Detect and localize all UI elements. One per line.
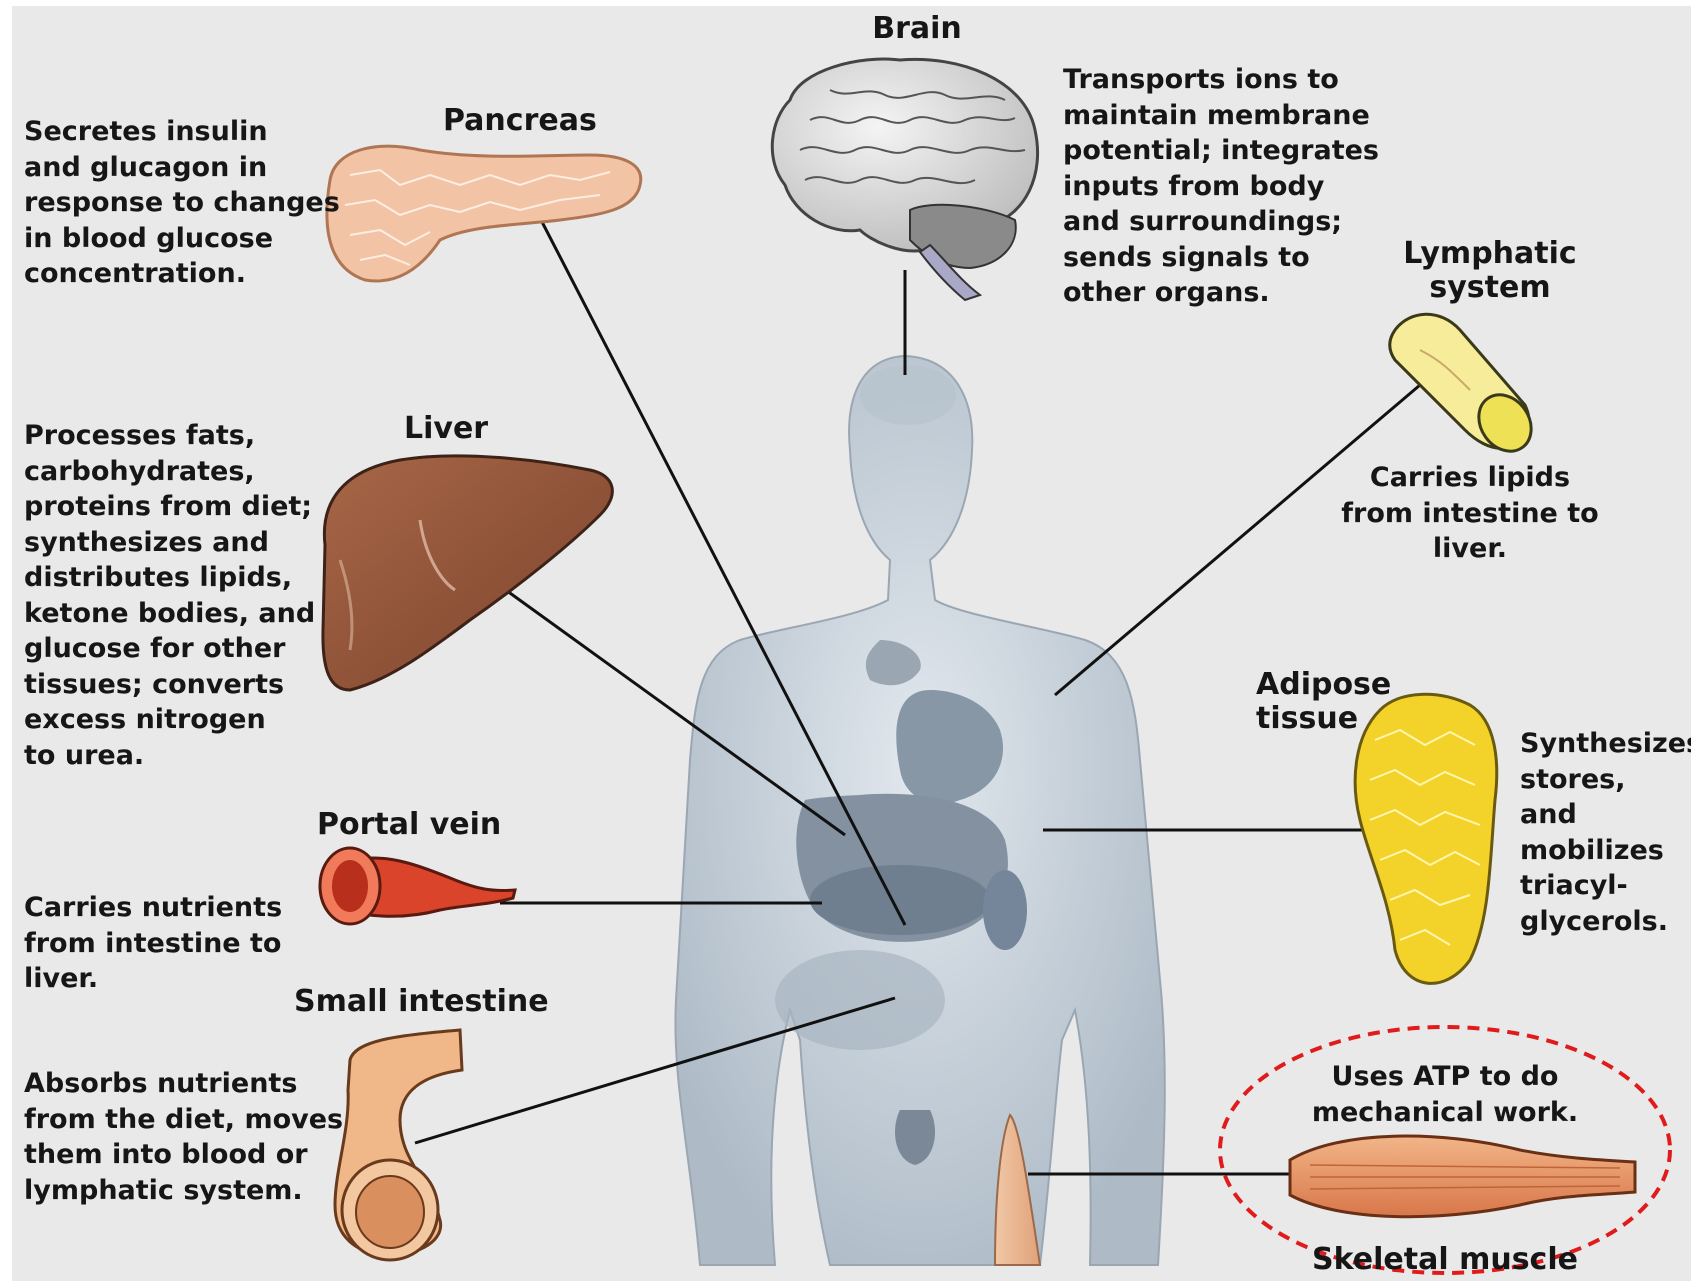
small-intestine-illustration [335,1030,462,1260]
brain-illustration [772,59,1037,300]
small-intestine-label: Small intestine [294,985,549,1019]
pancreas-illustration [327,146,641,281]
adipose-tissue-illustration [1355,694,1497,983]
brain-label: Brain [862,12,972,46]
brain-description: Transports ions to maintain membrane pot… [1063,62,1393,311]
lymphatic-system-description: Carries lipids from intestine to liver. [1300,460,1640,567]
adipose-tissue-label: Adipose tissue [1256,668,1391,736]
lymphatic-vessel-illustration [1390,314,1542,461]
liver-description: Processes fats, carbohydrates, proteins … [24,418,344,773]
pancreas-description: Secretes insulin and glucagon in respons… [24,114,354,292]
pancreas-label: Pancreas [443,104,597,138]
portal-vein-label: Portal vein [317,808,501,842]
small-intestine-description: Absorbs nutrients from the diet, moves t… [24,1066,354,1208]
skeletal-muscle-illustration [1290,1136,1635,1217]
liver-illustration [323,456,612,690]
skeletal-muscle-description: Uses ATP to do mechanical work. [1290,1059,1600,1130]
liver-label: Liver [404,412,488,446]
portal-vein-description: Carries nutrients from intestine to live… [24,890,364,997]
skeletal-muscle-label: Skeletal muscle [1290,1243,1600,1277]
lymphatic-system-label: Lymphatic system [1395,237,1585,305]
